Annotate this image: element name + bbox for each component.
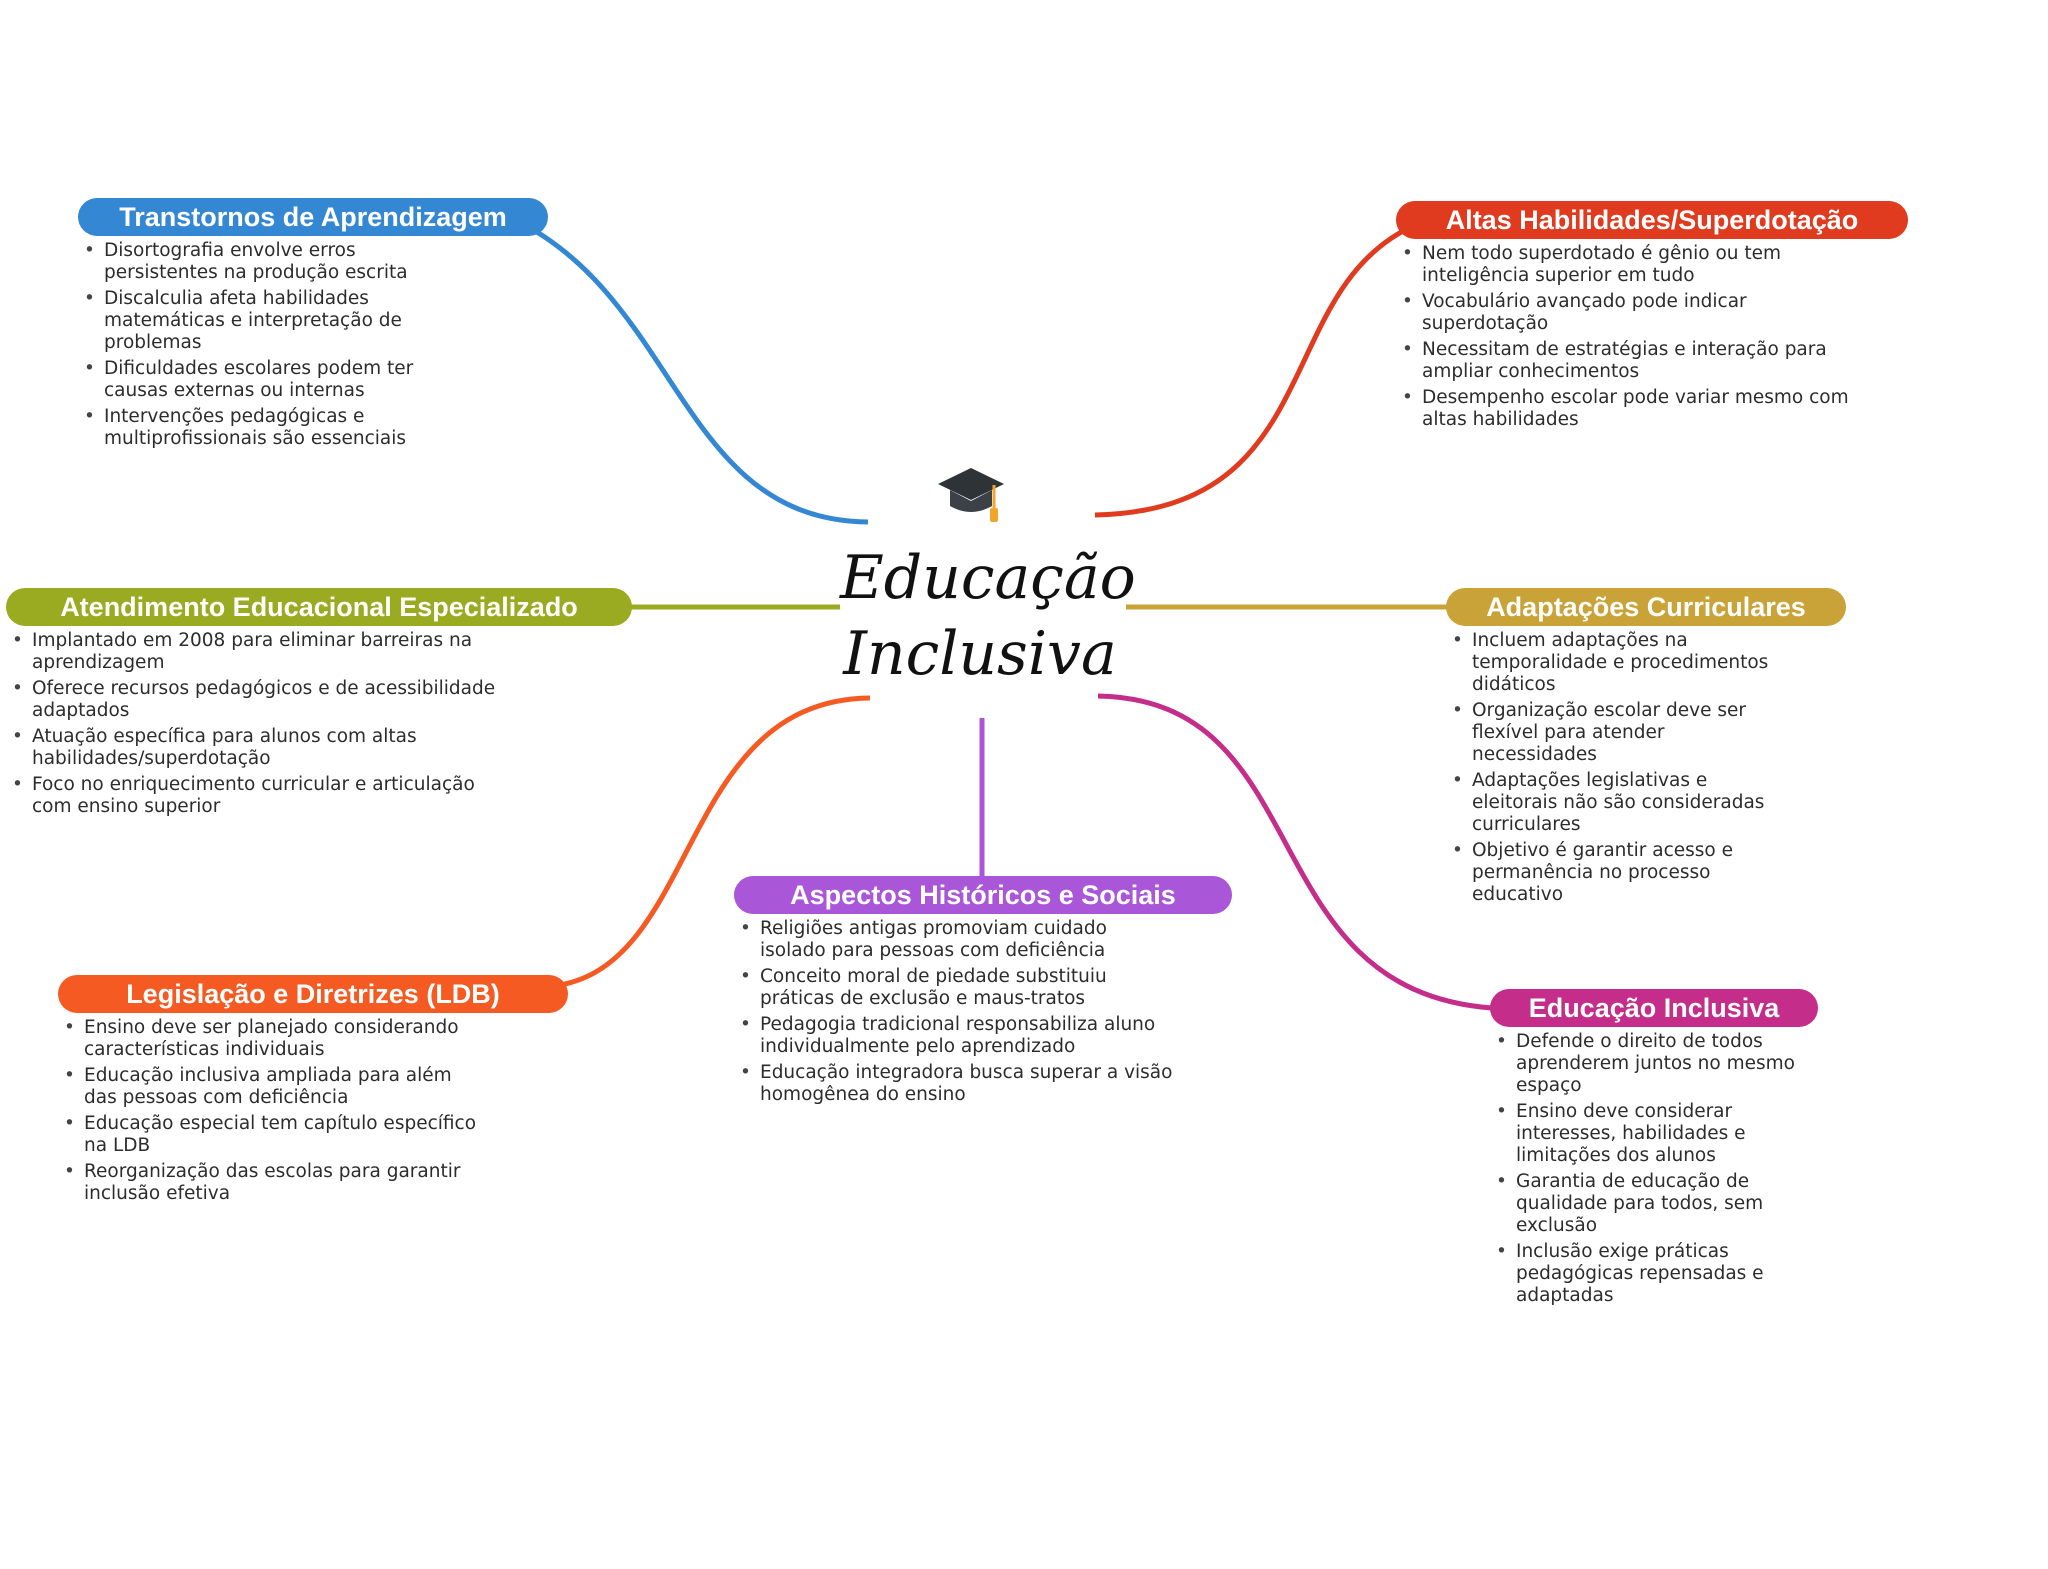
list-item: Implantado em 2008 para eliminar barreir…: [8, 630, 508, 674]
graduation-cap-icon: [938, 468, 1004, 522]
list-item: Educação inclusiva ampliada para além da…: [60, 1065, 490, 1109]
list-item: Desempenho escolar pode variar mesmo com…: [1398, 387, 1858, 431]
connector-transtornos: [513, 217, 869, 525]
list-item: Conceito moral de piedade substituiu prá…: [736, 966, 1176, 1010]
connector-legislacao: [559, 695, 871, 988]
list-item: Oferece recursos pedagógicos e de acessi…: [8, 678, 508, 722]
branch-educacao-title[interactable]: Educação Inclusiva: [1490, 989, 1818, 1027]
connector-educacao: [1097, 693, 1493, 1011]
list-item: Disortografia envolve erros persistentes…: [80, 240, 470, 284]
branch-atendimento-title[interactable]: Atendimento Educacional Especializado: [6, 588, 632, 626]
branch-transtornos-title[interactable]: Transtornos de Aprendizagem: [78, 198, 548, 236]
list-item: Pedagogia tradicional responsabiliza alu…: [736, 1014, 1176, 1058]
list-item: Necessitam de estratégias e interação pa…: [1398, 339, 1858, 383]
list-item: Nem todo superdotado é gênio ou tem inte…: [1398, 243, 1858, 287]
list-item: Ensino deve ser planejado considerando c…: [60, 1017, 490, 1061]
branch-altas-list: Nem todo superdotado é gênio ou tem inte…: [1398, 243, 1858, 435]
list-item: Incluem adaptações na temporalidade e pr…: [1448, 630, 1788, 696]
branch-transtornos-list: Disortografia envolve erros persistentes…: [80, 240, 470, 454]
branch-atendimento-list: Implantado em 2008 para eliminar barreir…: [8, 630, 508, 822]
connector-altas: [1094, 222, 1417, 518]
list-item: Foco no enriquecimento curricular e arti…: [8, 774, 508, 818]
list-item: Defende o direito de todos aprenderem ju…: [1492, 1031, 1812, 1097]
list-item: Educação integradora busca superar a vis…: [736, 1062, 1176, 1106]
branch-legislacao-list: Ensino deve ser planejado considerando c…: [60, 1017, 490, 1209]
list-item: Objetivo é garantir acesso e permanência…: [1448, 840, 1788, 906]
list-item: Ensino deve considerar interesses, habil…: [1492, 1101, 1812, 1167]
list-item: Dificuldades escolares podem ter causas …: [80, 358, 470, 402]
list-item: Garantia de educação de qualidade para t…: [1492, 1171, 1812, 1237]
central-title: Educação Inclusiva: [840, 543, 1136, 689]
list-item: Adaptações legislativas e eleitorais não…: [1448, 770, 1788, 836]
branch-aspectos-list: Religiões antigas promoviam cuidado isol…: [736, 918, 1176, 1110]
branch-educacao-list: Defende o direito de todos aprenderem ju…: [1492, 1031, 1812, 1311]
list-item: Atuação específica para alunos com altas…: [8, 726, 508, 770]
list-item: Inclusão exige práticas pedagógicas repe…: [1492, 1241, 1812, 1307]
list-item: Educação especial tem capítulo específic…: [60, 1113, 490, 1157]
branch-altas-title[interactable]: Altas Habilidades/Superdotação: [1396, 201, 1908, 239]
list-item: Organização escolar deve ser flexível pa…: [1448, 700, 1788, 766]
list-item: Religiões antigas promoviam cuidado isol…: [736, 918, 1176, 962]
branch-adaptacoes-title[interactable]: Adaptações Curriculares: [1446, 588, 1846, 626]
branch-aspectos-title[interactable]: Aspectos Históricos e Sociais: [734, 876, 1232, 914]
branch-legislacao-title[interactable]: Legislação e Diretrizes (LDB): [58, 975, 568, 1013]
list-item: Intervenções pedagógicas e multiprofissi…: [80, 406, 470, 450]
branch-adaptacoes-list: Incluem adaptações na temporalidade e pr…: [1448, 630, 1788, 910]
central-topic[interactable]: Educação Inclusiva: [840, 460, 1136, 690]
list-item: Discalculia afeta habilidades matemática…: [80, 288, 470, 354]
list-item: Vocabulário avançado pode indicar superd…: [1398, 291, 1858, 335]
list-item: Reorganização das escolas para garantir …: [60, 1161, 490, 1205]
